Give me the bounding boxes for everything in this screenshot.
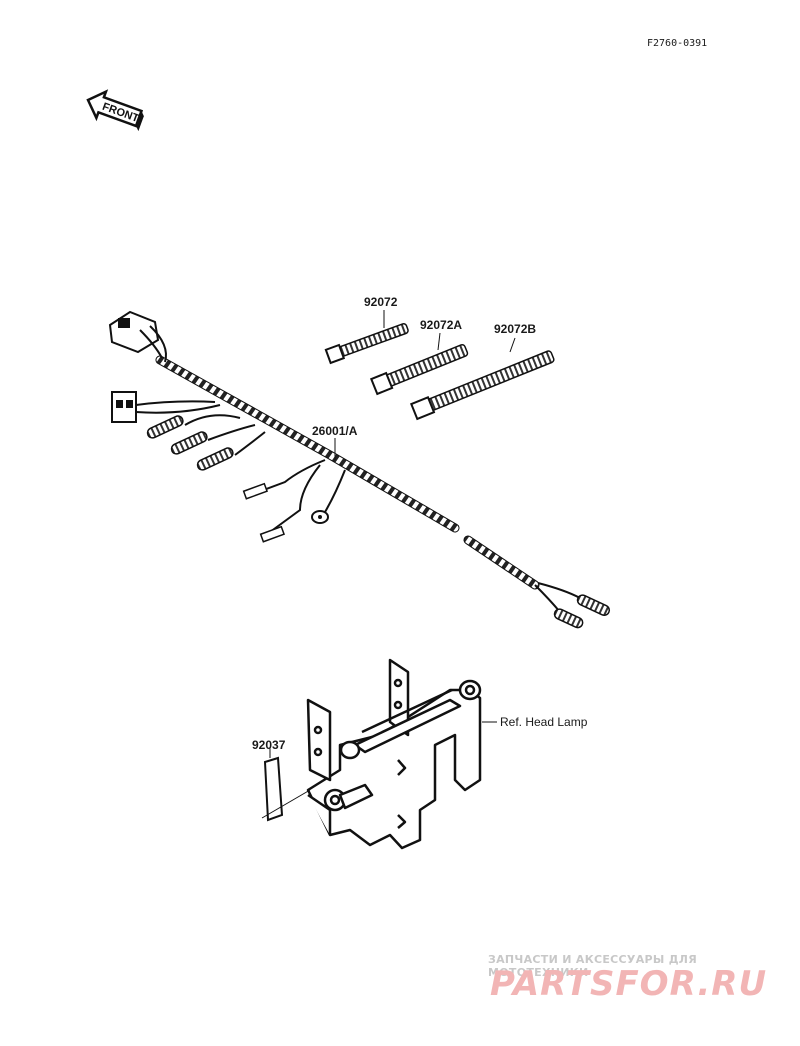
figure-id: F2760-0391 [647, 38, 708, 49]
harness-bullet-terminals [146, 414, 266, 471]
ref-head-lamp-label: Ref. Head Lamp [500, 715, 588, 729]
wiring-harness [108, 310, 611, 629]
strap-92072A [369, 344, 469, 396]
front-arrow-icon: FRONT [86, 89, 144, 132]
harness-branch-terminals [242, 459, 346, 543]
strap-92072 [324, 323, 409, 365]
part-92037-plate [261, 748, 311, 822]
part-label-92072B: 92072B [494, 322, 537, 336]
harness-main-connector [108, 310, 167, 363]
headlamp-bracket [306, 658, 482, 850]
harness-2pin-connector [111, 391, 221, 423]
strap-92072B [409, 350, 555, 421]
watermark-subtitle: ЗАПЧАСТИ И АКСЕССУАРЫ ДЛЯ МОТОТЕХНИКИ [488, 953, 698, 979]
part-label-26001A: 26001/A [312, 424, 358, 438]
part-label-92072A: 92072A [420, 318, 463, 332]
watermark-logo: PARTSFOR.RU [490, 964, 768, 1004]
part-label-92037: 92037 [252, 738, 286, 752]
harness-end-terminals [534, 582, 611, 629]
part-label-92072: 92072 [364, 295, 398, 309]
